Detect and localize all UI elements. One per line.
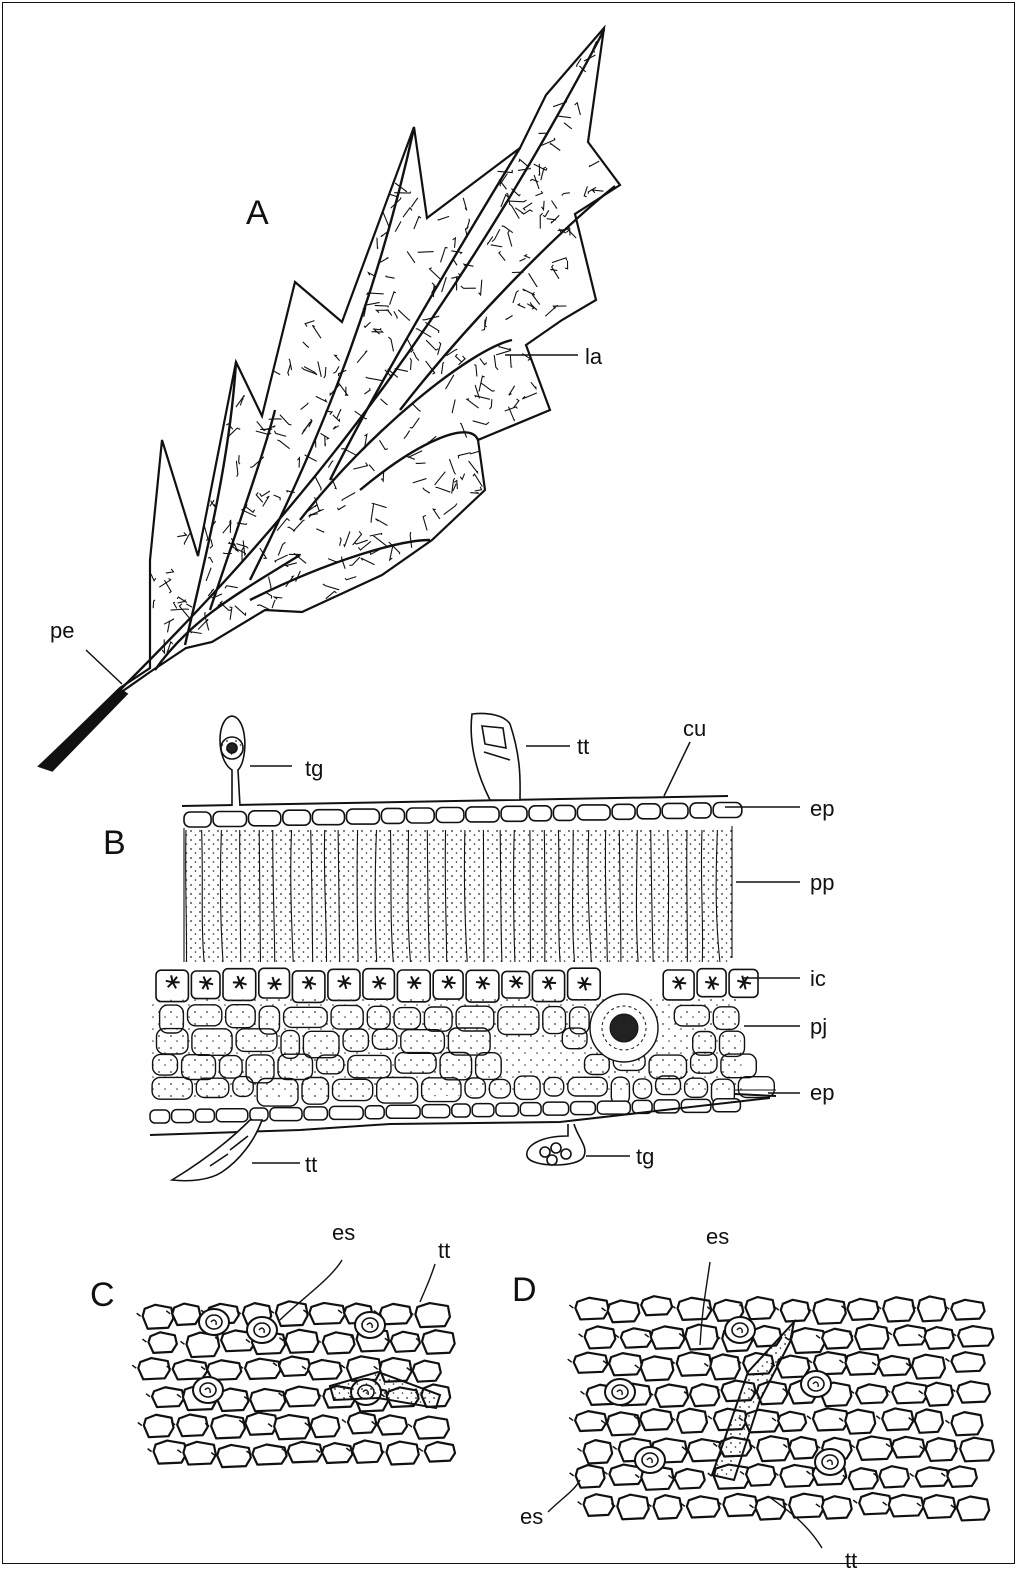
label-stoma-d-top: es — [706, 1226, 729, 1248]
leaf-drawing — [40, 28, 620, 770]
non-glandular-trichome-top — [471, 713, 520, 800]
label-trichome-d: tt — [845, 1550, 857, 1572]
upper-epidermis — [184, 803, 742, 828]
glandular-trichome-bottom — [527, 1124, 585, 1165]
label-palisade: pp — [810, 872, 834, 894]
panel-letter-c: C — [90, 1278, 115, 1312]
label-trichome-c: tt — [438, 1240, 450, 1262]
label-trichome-bottom: tt — [305, 1154, 317, 1176]
label-idioblast: ic — [810, 968, 826, 990]
epidermis-surface-c — [132, 1301, 455, 1467]
label-glandular-top: tg — [305, 758, 323, 780]
panel-letter-b: B — [103, 826, 126, 860]
glandular-trichome-top — [220, 716, 245, 806]
panel-letter-d: D — [512, 1273, 537, 1307]
label-trichome-top: tt — [577, 736, 589, 758]
label-spongy: pj — [810, 1016, 827, 1038]
label-lamina: la — [585, 346, 602, 368]
label-epidermis-lower: ep — [810, 1082, 834, 1104]
non-glandular-trichome-bottom — [172, 1120, 262, 1181]
vascular-bundle — [590, 994, 658, 1062]
epidermis-surface-d — [568, 1296, 994, 1520]
leaf-outline — [40, 28, 620, 770]
label-glandular-bottom: tg — [636, 1146, 654, 1168]
label-epidermis-upper: ep — [810, 798, 834, 820]
panel-letter-a: A — [246, 196, 269, 230]
cross-section — [150, 713, 776, 1180]
petiole — [40, 690, 126, 770]
label-petiole: pe — [50, 620, 74, 642]
label-stoma-d-left: es — [520, 1506, 543, 1528]
label-cuticle: cu — [683, 718, 706, 740]
label-stoma-c: es — [332, 1222, 355, 1244]
